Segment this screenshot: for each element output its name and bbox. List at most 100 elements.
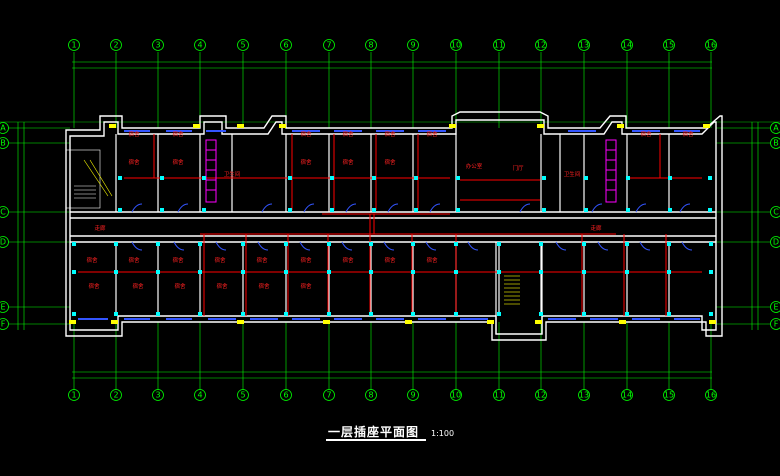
svg-text:E: E — [0, 303, 5, 312]
socket — [582, 242, 586, 246]
socket — [456, 176, 460, 180]
room-label-top: 宿舍 — [128, 158, 140, 166]
door-swing — [299, 241, 311, 251]
axis-bubble-7-top: 7 — [323, 39, 335, 51]
socket — [626, 208, 630, 212]
socket — [369, 242, 373, 246]
socket — [327, 312, 331, 316]
corridor-left-label: 走廊 — [94, 224, 106, 232]
stair-left — [65, 149, 113, 209]
socket — [414, 208, 418, 212]
socket — [156, 312, 160, 316]
room-label-bottom: 宿舍 — [86, 256, 98, 264]
svg-text:16: 16 — [706, 391, 716, 400]
door-swing — [635, 203, 647, 213]
door-swing — [555, 241, 567, 251]
room-label-top: 宿舍 — [128, 130, 140, 138]
socket — [539, 242, 543, 246]
axis-bubble-A-right: A — [770, 122, 780, 134]
axis-bubble-A-left: A — [0, 122, 9, 134]
column — [537, 124, 544, 128]
svg-text:15: 15 — [664, 391, 674, 400]
axis-bubble-5-top: 5 — [237, 39, 249, 51]
socket — [241, 312, 245, 316]
socket — [582, 312, 586, 316]
axis-bubble-2-top: 2 — [110, 39, 122, 51]
axis-bubble-8-bottom: 8 — [365, 389, 377, 401]
socket — [709, 312, 713, 316]
hall-label: 门厅 — [512, 164, 524, 172]
socket — [454, 242, 458, 246]
door-swing — [639, 241, 651, 251]
axis-bubble-6-top: 6 — [280, 39, 292, 51]
column — [703, 124, 710, 128]
column — [193, 124, 200, 128]
socket — [708, 176, 712, 180]
socket — [156, 270, 160, 274]
socket — [539, 312, 543, 316]
door-swing — [467, 241, 479, 251]
svg-text:11: 11 — [494, 41, 504, 50]
room-label-bottom: 宿舍 — [300, 256, 312, 264]
axis-bubble-D-right: D — [770, 236, 780, 248]
svg-text:7: 7 — [326, 391, 331, 400]
axis-bubble-8-top: 8 — [365, 39, 377, 51]
socket — [372, 208, 376, 212]
socket — [454, 270, 458, 274]
axis-bubble-14-bottom: 14 — [621, 389, 633, 401]
building-walls — [65, 111, 723, 341]
room-label-bottom: 宿舍 — [88, 282, 100, 290]
axis-bubble-D-left: D — [0, 236, 9, 248]
structural-columns — [69, 124, 716, 324]
room-label-bottom: 宿舍 — [426, 256, 438, 264]
svg-text:1: 1 — [71, 41, 76, 50]
socket — [625, 242, 629, 246]
door-swing — [261, 203, 273, 213]
svg-text:10: 10 — [451, 41, 461, 50]
door-swing — [425, 241, 437, 251]
axis-bubble-4-bottom: 4 — [194, 389, 206, 401]
corridor-right-label: 走廊 — [590, 224, 602, 232]
socket — [284, 312, 288, 316]
room-label-top: 宿舍 — [384, 130, 396, 138]
room-label-bottom: 宿舍 — [256, 256, 268, 264]
socket — [202, 176, 206, 180]
socket — [241, 270, 245, 274]
axis-bubble-16-top: 16 — [705, 39, 717, 51]
socket — [160, 176, 164, 180]
door-swing — [679, 203, 691, 213]
office-label: 办公室 — [466, 162, 483, 170]
svg-text:5: 5 — [240, 391, 245, 400]
socket — [414, 176, 418, 180]
socket — [72, 312, 76, 316]
axis-bubble-3-top: 3 — [152, 39, 164, 51]
socket — [668, 208, 672, 212]
socket — [497, 312, 501, 316]
axis-bubble-15-top: 15 — [663, 39, 675, 51]
socket — [667, 312, 671, 316]
svg-text:10: 10 — [451, 391, 461, 400]
socket — [497, 242, 501, 246]
svg-text:A: A — [773, 124, 779, 133]
socket — [198, 270, 202, 274]
dimension-lines — [0, 61, 780, 379]
svg-text:3: 3 — [155, 391, 160, 400]
door-swing — [681, 241, 693, 251]
room-label-top: 宿舍 — [682, 130, 694, 138]
room-label-bottom: 宿舍 — [216, 282, 228, 290]
door-swing — [597, 241, 609, 251]
axis-bubble-12-top: 12 — [535, 39, 547, 51]
socket — [584, 176, 588, 180]
socket — [708, 208, 712, 212]
socket-markers — [72, 176, 713, 316]
socket — [709, 242, 713, 246]
axis-bubble-3-bottom: 3 — [152, 389, 164, 401]
room-label-top: 宿舍 — [172, 158, 184, 166]
socket — [114, 242, 118, 246]
room-labels: 宿舍宿舍宿舍宿舍宿舍宿舍宿舍宿舍宿舍宿舍宿舍宿舍宿舍宿舍宿舍宿舍宿舍宿舍宿舍宿舍… — [86, 130, 694, 290]
room-label-bottom: 宿舍 — [258, 282, 270, 290]
column — [449, 124, 456, 128]
drawing-title: 一层插座平面图 — [328, 425, 420, 439]
socket — [330, 208, 334, 212]
